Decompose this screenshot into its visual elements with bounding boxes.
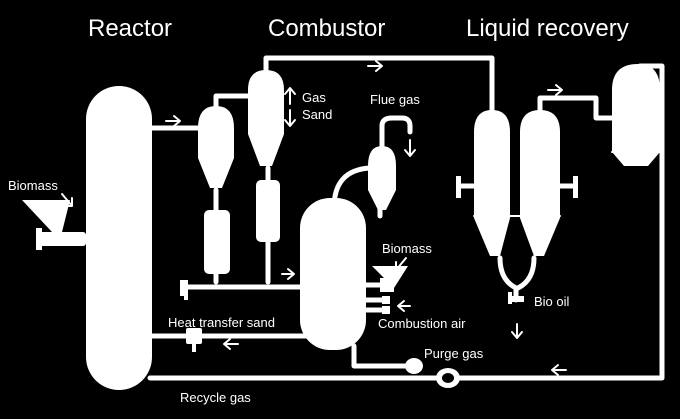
section-title-reactor: Reactor (88, 15, 172, 42)
label-flue-gas: Flue gas (370, 92, 420, 107)
downcomer-valve (180, 280, 188, 296)
biomass-feeder-combustor (372, 266, 408, 292)
pipe-network (147, 55, 665, 381)
purge-gas-pipe (351, 343, 415, 369)
arrow-to-combustor (281, 268, 295, 280)
bio-oil-valve (510, 296, 524, 302)
arrow-reactor-out (165, 115, 181, 127)
gas-to-liquid-recovery-pipe (263, 55, 495, 117)
label-biomass-reactor: Biomass (8, 178, 58, 193)
arrow-gas-up (284, 87, 296, 105)
flue-gas-outlet-pipe (379, 115, 413, 149)
label-bio-oil: Bio oil (534, 294, 570, 309)
condenser-port-left-cap (456, 176, 461, 198)
cyclone-2 (248, 70, 284, 166)
recycle-blower-hub (442, 373, 454, 383)
arrow-ht-sand (223, 338, 239, 350)
condenser-port-right-cap (573, 176, 578, 198)
demister-vessel (612, 64, 660, 166)
label-heat-transfer-sand: Heat transfer sand (168, 315, 275, 330)
label-gas: Gas (302, 90, 326, 105)
air-nozzle-2 (382, 306, 390, 314)
combustor-vessel (300, 198, 366, 350)
condenser-1 (474, 110, 510, 256)
arrow-bio-oil-down (511, 323, 523, 339)
label-purge-gas: Purge gas (424, 346, 484, 361)
arrow-air-in (397, 300, 411, 312)
reactor-vessel (86, 86, 152, 390)
standpipe-1 (204, 210, 230, 274)
standpipe-2 (256, 180, 280, 242)
air-nozzle-1 (382, 296, 390, 304)
flow-arrows (61, 60, 567, 376)
ht-sand-valve (186, 328, 202, 344)
arrow-recycle (551, 364, 567, 376)
bio-oil-valve-bar (508, 292, 512, 304)
label-combustion-air: Combustion air (378, 316, 466, 331)
arrow-flue-down (404, 139, 416, 157)
label-sand: Sand (302, 107, 332, 122)
condenser-2 (520, 110, 560, 256)
recycle-gas-loop (147, 63, 665, 381)
label-biomass-combustor: Biomass (382, 241, 432, 256)
section-title-combustor: Combustor (268, 15, 385, 42)
cyclone-1 (198, 106, 234, 188)
arrow-lr-crossover (547, 84, 563, 96)
ht-sand-valve-stem (192, 344, 196, 352)
downcomer-valve-stem (184, 292, 188, 300)
arrow-biomass-reactor (61, 193, 73, 207)
arrow-top-gas (367, 60, 383, 72)
label-recycle-gas: Recycle gas (180, 390, 251, 405)
biomass-feeder-reactor (22, 200, 86, 250)
arrow-biomass-combustor (395, 257, 407, 271)
section-title-liquid-recovery: Liquid recovery (466, 15, 629, 42)
purge-gas-blower (405, 358, 423, 374)
arrow-sand-down (284, 109, 296, 127)
bio-oil-merge-pipe-2 (515, 255, 537, 291)
lr-crossover-pipe (537, 95, 615, 121)
flue-gas-cyclone (368, 146, 396, 210)
